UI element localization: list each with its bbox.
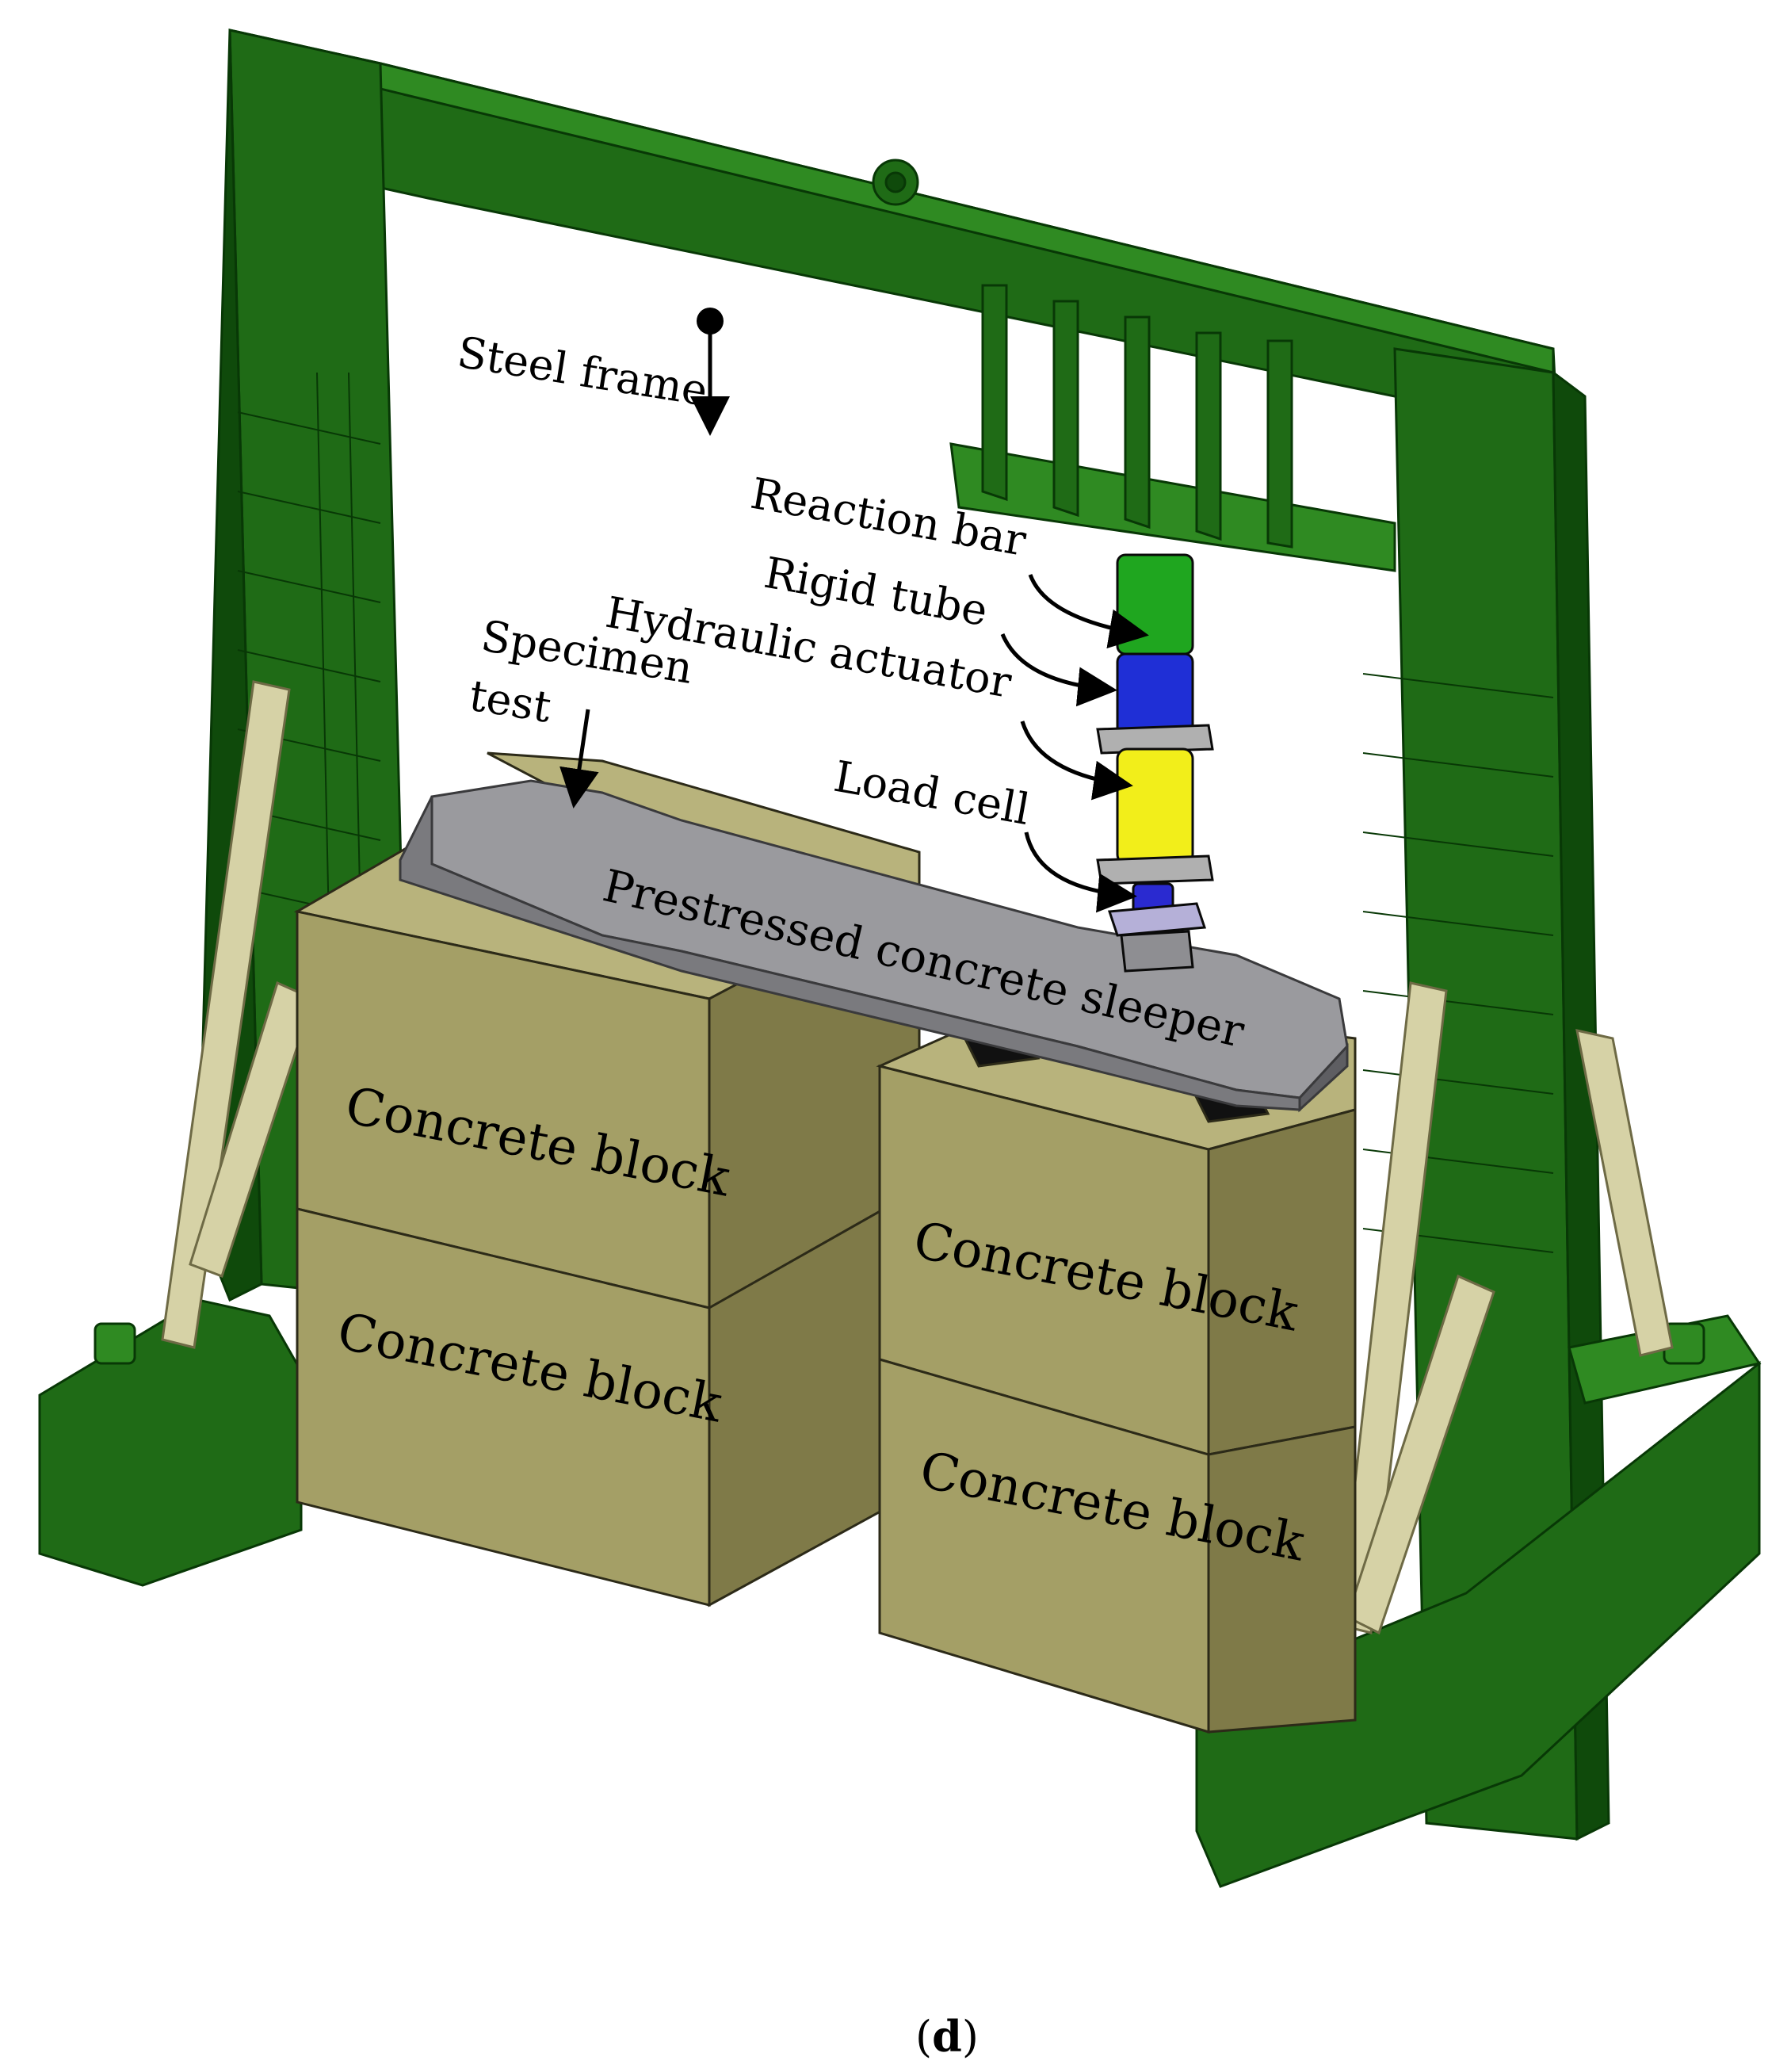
caption-close-paren: ) (962, 2012, 979, 2062)
annotation-arrows (559, 308, 1149, 913)
prestressed-concrete-sleeper (399, 779, 1349, 1113)
load-spreader-plate (1107, 902, 1207, 937)
load-bearing-block (1120, 930, 1194, 973)
strut-right-front (1338, 981, 1448, 1634)
lifting-eye-hole (884, 171, 907, 193)
crosshead-ribs (981, 284, 1293, 549)
left-foot-bolt (94, 1322, 136, 1365)
figure-caption: (d) (915, 2011, 979, 2062)
hydraulic-actuator (1116, 747, 1194, 866)
label-load-cell: Load cell (831, 751, 1033, 835)
reaction-bar-arrow (1028, 574, 1149, 649)
base-feet (38, 1298, 1762, 1888)
actuator-top-plate (1096, 724, 1214, 755)
steel-frame-pointer-dot (697, 308, 724, 335)
rigid-tube (1116, 652, 1194, 739)
label-specimen-line2: test (466, 671, 555, 732)
sleeper-front (399, 796, 1301, 1111)
right-base-foot (1195, 1360, 1761, 1888)
rigid-tube-arrow (1000, 633, 1117, 707)
strut-right-mid (1346, 1274, 1495, 1635)
reaction-bar (1116, 553, 1194, 656)
sleeper-end (1298, 1043, 1349, 1113)
actuator-bottom-plate (1096, 854, 1214, 885)
strut-right-rear (1575, 1029, 1674, 1357)
strut-left-front (161, 680, 291, 1349)
hydraulic-actuator-arrow (1020, 721, 1133, 801)
concrete-blocks (293, 751, 1357, 1734)
caption-open-paren: ( (915, 2012, 932, 2062)
loading-train (1096, 553, 1214, 973)
load-cell-arrow (1024, 831, 1137, 913)
caption-letter: d (932, 2011, 962, 2062)
right-block-lower-side (1207, 1425, 1357, 1734)
label-steel-frame: Steel frame (454, 327, 711, 416)
diagonal-struts (161, 680, 1674, 1635)
specimen-arrow (559, 709, 599, 809)
